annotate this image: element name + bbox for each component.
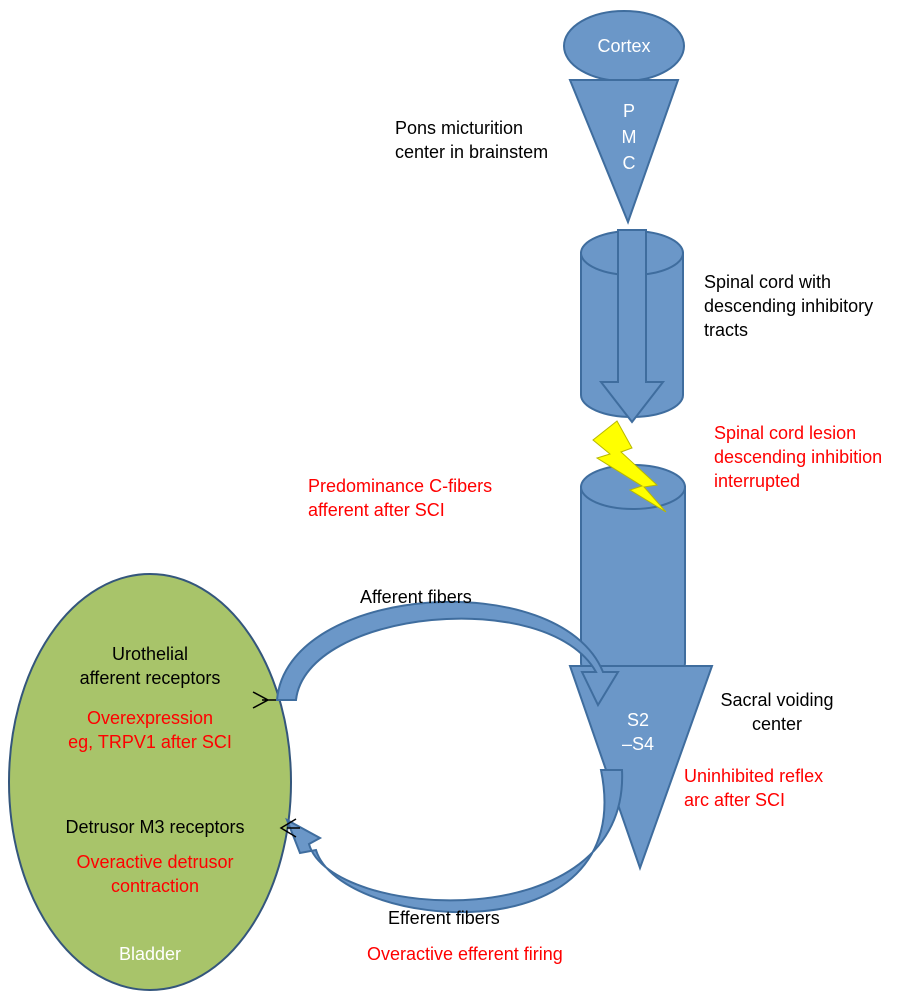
sacral-voiding-label: Sacral voiding center	[720, 690, 834, 734]
afferent-fibers-label: Afferent fibers	[360, 587, 472, 607]
lower-spinal-cord-cylinder	[580, 464, 686, 686]
overexpression-annotation: Overexpression eg, TRPV1 after SCI	[68, 708, 232, 752]
descending-inhibition-arrow	[598, 229, 666, 424]
pmc-label: P M C	[621, 101, 637, 173]
bladder-label: Bladder	[118, 944, 182, 964]
reflex-arc-annotation: Uninhibited reflex arc after SCI	[684, 766, 824, 810]
overactive-detrusor-annotation: Overactive detrusor contraction	[76, 852, 234, 896]
afferent-fibers-arrow	[275, 600, 620, 708]
overactive-efferent-annotation: Overactive efferent firing	[367, 944, 563, 964]
lightning-bolt-icon	[592, 420, 667, 513]
detrusor-receptor-marker	[279, 818, 300, 838]
efferent-fibers-label: Efferent fibers	[388, 908, 500, 928]
urothelial-receptors-label: Urothelial afferent receptors	[79, 644, 221, 688]
urothelial-receptor-marker	[252, 691, 276, 709]
cortex-label: Cortex	[597, 36, 651, 56]
pmc-triangle	[568, 79, 680, 225]
c-fibers-annotation: Predominance C-fibers afferent after SCI	[308, 476, 493, 520]
sacral-center-triangle	[568, 665, 714, 872]
sacral-segment-label: S2 –S4	[621, 710, 655, 754]
spinal-cord-label: Spinal cord with descending inhibitory t…	[704, 272, 874, 340]
bladder-ellipse	[8, 573, 292, 991]
spinal-lesion-annotation: Spinal cord lesion descending inhibition…	[714, 423, 883, 491]
detrusor-receptors-label: Detrusor M3 receptors	[65, 817, 245, 837]
efferent-fibers-arrow	[285, 769, 624, 914]
pons-micturition-label: Pons micturition center in brainstem	[395, 118, 549, 162]
